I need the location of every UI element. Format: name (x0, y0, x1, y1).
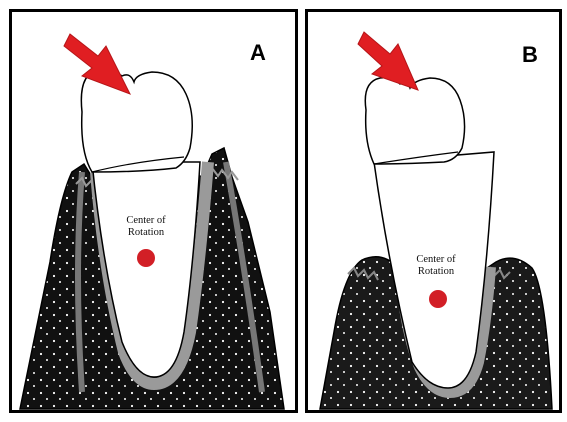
cor-label-a-line1: Center of (126, 215, 166, 226)
panel-a: A Center of Rotation (9, 9, 298, 413)
panel-b-illustration: Center of Rotation (308, 12, 559, 410)
center-of-rotation-dot-b (429, 290, 447, 308)
cor-label-a-line2: Rotation (128, 227, 165, 238)
cor-label-b-line1: Center of (416, 254, 456, 265)
panel-b: B Center of Rotation (305, 9, 562, 413)
tooth-crown-b (365, 78, 464, 164)
cor-label-b-line2: Rotation (418, 266, 455, 277)
center-of-rotation-dot-a (137, 249, 155, 267)
tooth-crown-a (81, 70, 192, 172)
panel-a-illustration: Center of Rotation (12, 12, 295, 410)
